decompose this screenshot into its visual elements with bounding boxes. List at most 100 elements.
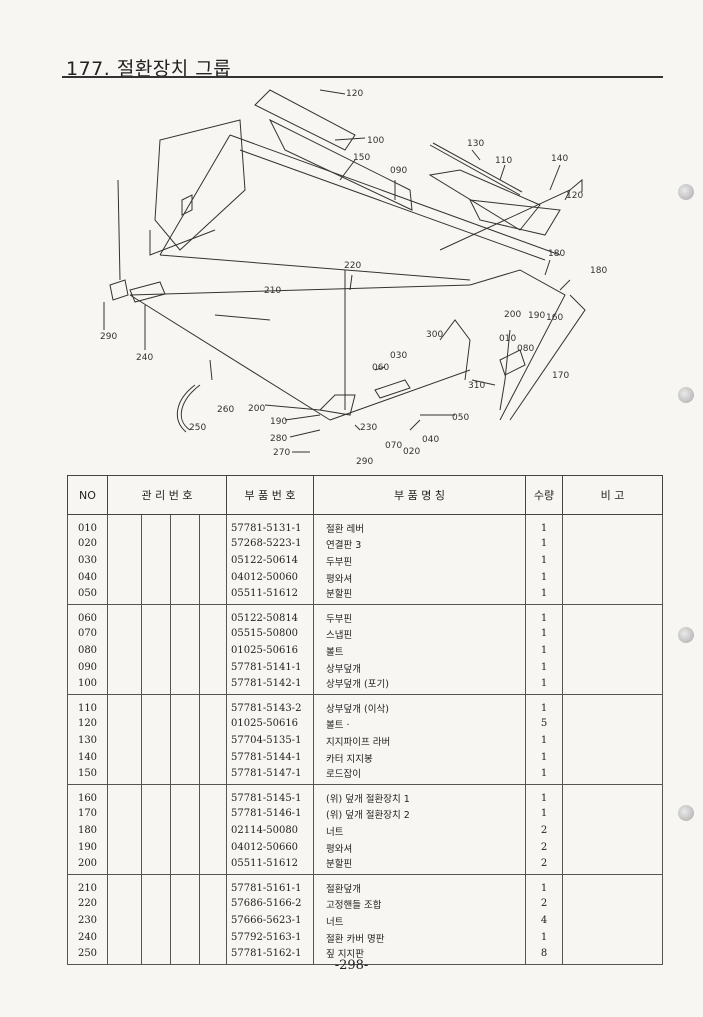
- cell-mgmt: [170, 929, 200, 946]
- cell-no: 180: [67, 822, 108, 839]
- cell-no: 010: [67, 514, 108, 535]
- cell-mgmt: [141, 784, 171, 805]
- cell-remarks: [562, 766, 664, 785]
- cell-part-name: 볼트: [313, 642, 527, 659]
- cell-mgmt: [170, 912, 200, 929]
- callout-label: 150: [353, 153, 370, 163]
- callout-label: 230: [360, 423, 377, 433]
- cell-no: 170: [67, 805, 108, 822]
- cell-mgmt: [170, 535, 200, 552]
- cell-no: 030: [67, 552, 108, 569]
- cell-no: 060: [67, 604, 108, 625]
- cell-qty: 2: [525, 839, 564, 856]
- cell-remarks: [562, 642, 664, 659]
- cell-mgmt: [141, 732, 171, 749]
- cell-mgmt: [141, 929, 171, 946]
- cell-mgmt: [141, 874, 171, 895]
- diagram-callouts: 120 100 150 090 130 110 140 120 180 180 …: [100, 89, 607, 467]
- cell-qty: 1: [525, 929, 564, 946]
- cell-mgmt: [170, 895, 200, 912]
- cell-remarks: [562, 856, 664, 875]
- cell-part-name: 볼트 ·: [313, 715, 527, 732]
- cell-mgmt: [198, 874, 228, 895]
- cell-part-name: 평와셔: [313, 569, 527, 586]
- cell-mgmt: [170, 569, 200, 586]
- cell-remarks: [562, 694, 664, 715]
- cell-mgmt: [198, 784, 228, 805]
- cell-mgmt: [107, 569, 142, 586]
- callout-label: 270: [273, 448, 290, 458]
- cell-part-name: 카터 지지봉: [313, 749, 527, 766]
- cell-part-no: 57704-5135-1: [226, 732, 315, 749]
- cell-part-name: 로드잡이: [313, 766, 527, 785]
- cell-mgmt: [141, 569, 171, 586]
- cell-mgmt: [141, 822, 171, 839]
- callout-label: 250: [189, 423, 206, 433]
- cell-mgmt: [107, 784, 142, 805]
- cell-mgmt: [198, 642, 228, 659]
- cell-mgmt: [141, 625, 171, 642]
- callout-label: 020: [403, 447, 420, 457]
- cell-remarks: [562, 839, 664, 856]
- callout-label: 060: [372, 363, 389, 373]
- cell-part-name: (위) 덮개 절환장치 2: [313, 805, 527, 822]
- cell-part-no: 57781-5142-1: [226, 676, 315, 695]
- cell-mgmt: [107, 659, 142, 676]
- cell-no: 100: [67, 676, 108, 695]
- cell-mgmt: [198, 766, 228, 785]
- callout-label: 190: [528, 311, 545, 321]
- cell-mgmt: [107, 535, 142, 552]
- cell-mgmt: [107, 874, 142, 895]
- cell-mgmt: [198, 805, 228, 822]
- cell-mgmt: [107, 514, 142, 535]
- cell-mgmt: [198, 552, 228, 569]
- callout-label: 140: [551, 154, 568, 164]
- callout-label: 040: [422, 435, 439, 445]
- header-qty: 수량: [525, 475, 564, 515]
- callout-label: 290: [356, 457, 373, 467]
- cell-no: 110: [67, 694, 108, 715]
- cell-mgmt: [170, 659, 200, 676]
- cell-mgmt: [107, 822, 142, 839]
- callout-label: 170: [552, 371, 569, 381]
- cell-part-no: 01025-50616: [226, 715, 315, 732]
- cell-part-no: 57686-5166-2: [226, 895, 315, 912]
- cell-qty: 2: [525, 856, 564, 875]
- cell-qty: 1: [525, 604, 564, 625]
- cell-part-no: 57781-5131-1: [226, 514, 315, 535]
- cell-part-name: 연결판 3: [313, 535, 527, 552]
- cell-mgmt: [170, 552, 200, 569]
- cell-mgmt: [198, 749, 228, 766]
- cell-part-no: 02114-50080: [226, 822, 315, 839]
- cell-remarks: [562, 569, 664, 586]
- cell-qty: 1: [525, 766, 564, 785]
- cell-qty: 1: [525, 805, 564, 822]
- cell-part-name: 두부핀: [313, 604, 527, 625]
- cell-part-name: (위) 덮개 절환장치 1: [313, 784, 527, 805]
- callout-label: 310: [468, 381, 485, 391]
- callout-label: 200: [504, 310, 521, 320]
- cell-qty: 5: [525, 715, 564, 732]
- cell-mgmt: [141, 514, 171, 535]
- cell-mgmt: [198, 732, 228, 749]
- cell-mgmt: [198, 912, 228, 929]
- table-header-row: NO 관 리 번 호 부 품 번 호 부 품 명 칭 수량 비 고: [67, 475, 664, 515]
- cell-mgmt: [141, 839, 171, 856]
- cell-mgmt: [170, 625, 200, 642]
- cell-no: 160: [67, 784, 108, 805]
- cell-mgmt: [170, 839, 200, 856]
- cell-part-no: 57781-5146-1: [226, 805, 315, 822]
- cell-mgmt: [170, 715, 200, 732]
- cell-mgmt: [198, 715, 228, 732]
- cell-part-no: 05515-50800: [226, 625, 315, 642]
- cell-qty: 1: [525, 569, 564, 586]
- cell-mgmt: [170, 856, 200, 875]
- header-part-no: 부 품 번 호: [226, 475, 315, 515]
- cell-mgmt: [170, 766, 200, 785]
